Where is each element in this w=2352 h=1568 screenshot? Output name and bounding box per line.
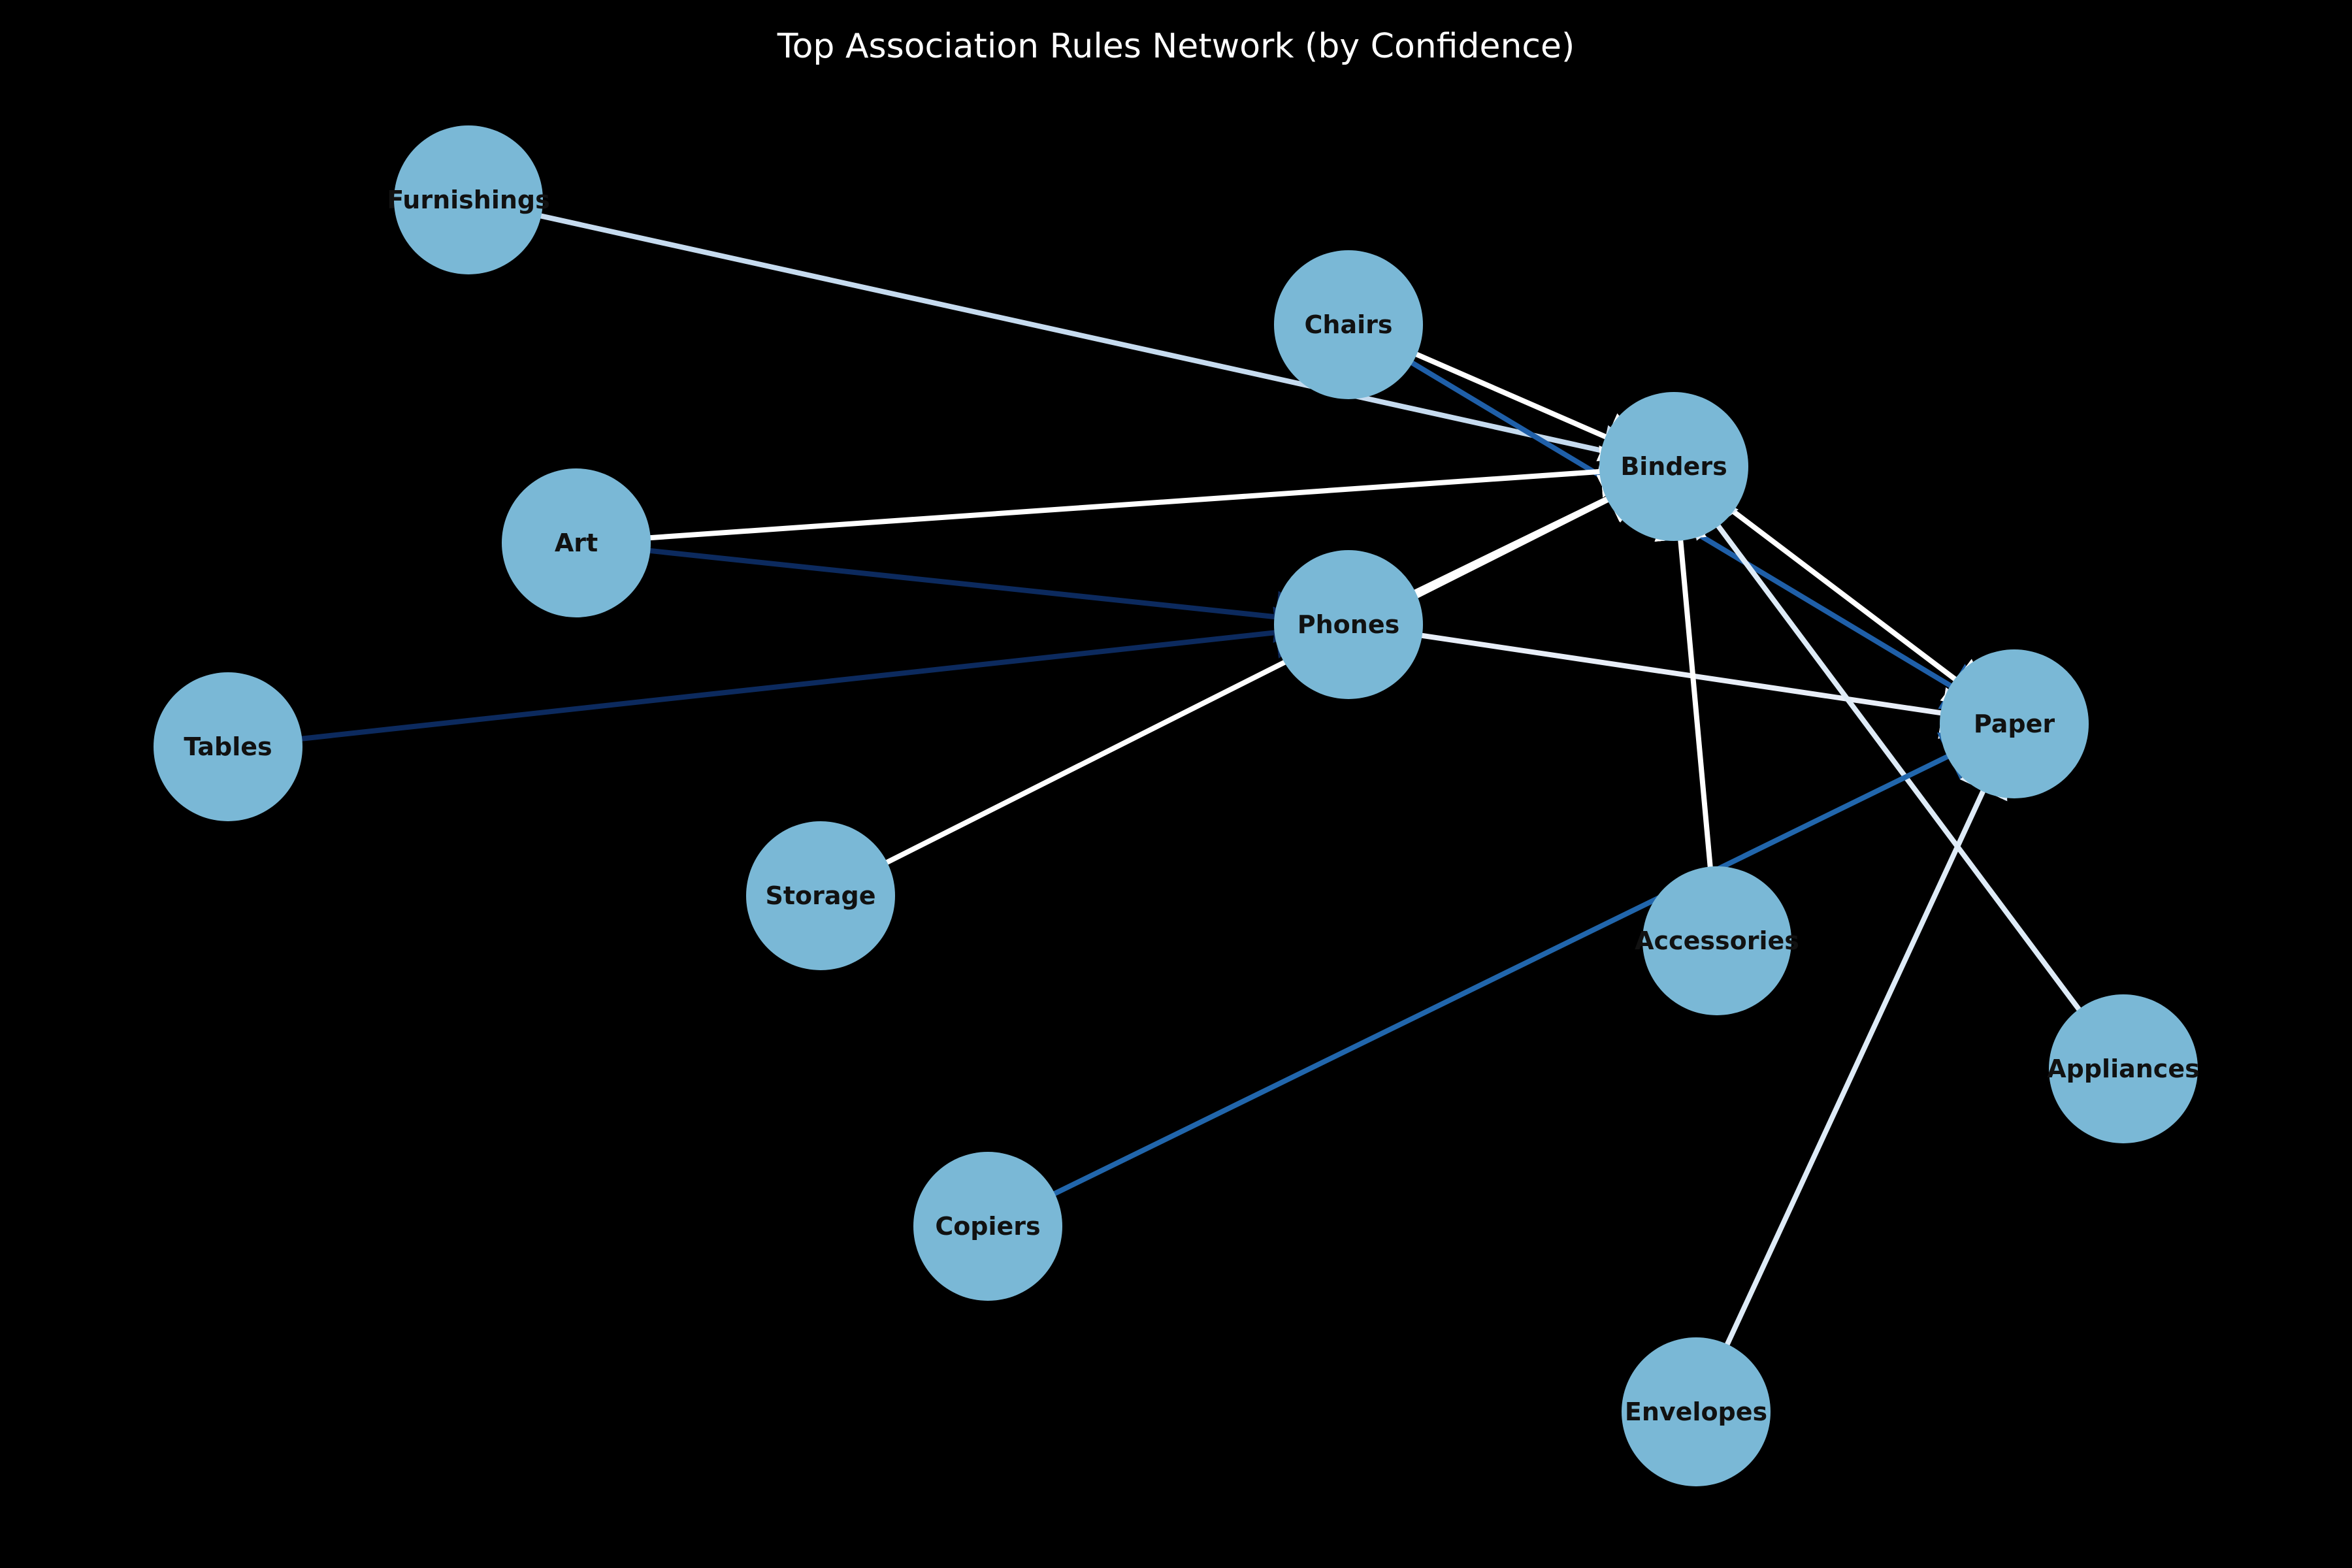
node-circle-storage xyxy=(746,821,895,970)
edge-binders-to-paper xyxy=(1703,488,1998,711)
node-label-furnishings: Furnishings xyxy=(387,186,550,214)
node-label-chairs: Chairs xyxy=(1305,310,1393,339)
node-paper: Paper xyxy=(1940,649,2089,798)
node-circle-art xyxy=(502,468,651,617)
node-copiers: Copiers xyxy=(913,1152,1062,1301)
diagram-title: Top Association Rules Network (by Confid… xyxy=(777,27,1575,66)
node-label-phones: Phones xyxy=(1298,610,1399,639)
node-furnishings: Furnishings xyxy=(387,125,550,274)
node-label-envelopes: Envelopes xyxy=(1625,1397,1767,1426)
node-chairs: Chairs xyxy=(1274,250,1423,399)
edge-tables-to-phones xyxy=(267,606,1328,745)
node-binders: Binders xyxy=(1599,392,1748,541)
node-label-storage: Storage xyxy=(766,881,876,910)
edges-layer xyxy=(267,206,2102,1378)
node-circle-appliances xyxy=(2049,994,2198,1143)
edge-envelopes-to-paper xyxy=(1710,743,2008,1378)
edge-appliances-to-binders xyxy=(1686,483,2102,1039)
edge-storage-to-binders xyxy=(854,476,1656,881)
node-appliances: Appliances xyxy=(2047,994,2200,1143)
node-circle-furnishings xyxy=(394,125,543,274)
node-label-art: Art xyxy=(555,529,598,557)
edge-accessories-to-binders xyxy=(1654,487,1716,902)
node-tables: Tables xyxy=(154,672,302,821)
node-circle-copiers xyxy=(913,1152,1062,1301)
node-label-paper: Paper xyxy=(1974,710,2055,738)
node-art: Art xyxy=(502,468,651,617)
node-circle-chairs xyxy=(1274,250,1423,399)
node-label-copiers: Copiers xyxy=(935,1212,1040,1241)
node-label-appliances: Appliances xyxy=(2047,1054,2199,1083)
edge-art-to-phones xyxy=(615,544,1328,643)
edge-phones-to-paper xyxy=(1386,627,1994,740)
node-phones: Phones xyxy=(1274,550,1423,699)
node-accessories: Accessories xyxy=(1635,866,1799,1015)
node-label-tables: Tables xyxy=(184,732,272,761)
edge-copiers-to-paper xyxy=(1022,732,1996,1212)
node-circle-binders xyxy=(1599,392,1748,541)
node-circle-tables xyxy=(154,672,302,821)
node-label-binders: Binders xyxy=(1620,452,1727,481)
node-label-accessories: Accessories xyxy=(1635,926,1799,955)
node-storage: Storage xyxy=(746,821,895,970)
node-envelopes: Envelopes xyxy=(1622,1337,1771,1486)
edge-art-to-binders xyxy=(615,445,1654,543)
node-circle-envelopes xyxy=(1622,1337,1771,1486)
node-circle-accessories xyxy=(1642,866,1791,1015)
node-circle-phones xyxy=(1274,550,1423,699)
edge-furnishings-to-binders xyxy=(506,206,1654,476)
node-circle-paper xyxy=(1940,649,2089,798)
